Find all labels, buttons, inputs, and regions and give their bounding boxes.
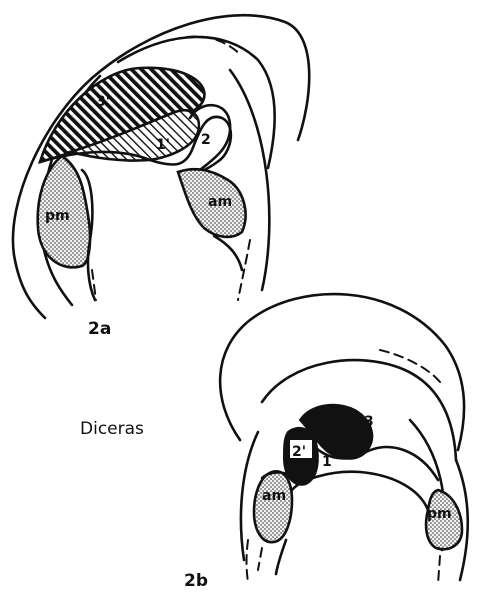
label-1-2b: 1	[322, 454, 332, 470]
label-am-2b: am	[262, 488, 286, 504]
label-pm-2a: pm	[45, 208, 70, 224]
body-right-curve-2a	[214, 236, 242, 270]
shell-right-dash-2a	[238, 240, 250, 300]
beak-dash-2b	[380, 350, 440, 382]
label-am-2a: am	[208, 194, 232, 210]
label-3prime-2a: 3'	[96, 94, 110, 110]
body-right-dash-2b	[438, 556, 440, 584]
body-curve-2b	[292, 472, 428, 510]
valve-2b: 3 2' 1 am pm 2b	[184, 294, 468, 591]
caption-2a: 2a	[88, 319, 111, 339]
body-left-curve-2b	[276, 540, 286, 574]
caption-2b: 2b	[184, 571, 208, 591]
shell-left-dash-2b	[247, 540, 249, 582]
label-1prime-2a: 1'	[156, 137, 170, 153]
anterior-muscle-2b	[254, 471, 292, 542]
genus-name: Diceras	[80, 419, 144, 439]
label-2-2a: 2	[201, 132, 211, 148]
body-dash-2b	[258, 548, 262, 570]
valve-2a: 3' 1' 2 pm am 2a	[13, 15, 309, 339]
label-2prime-2b: 2'	[292, 444, 306, 460]
label-pm-2b: pm	[427, 506, 452, 522]
label-3-2b: 3	[364, 414, 374, 430]
